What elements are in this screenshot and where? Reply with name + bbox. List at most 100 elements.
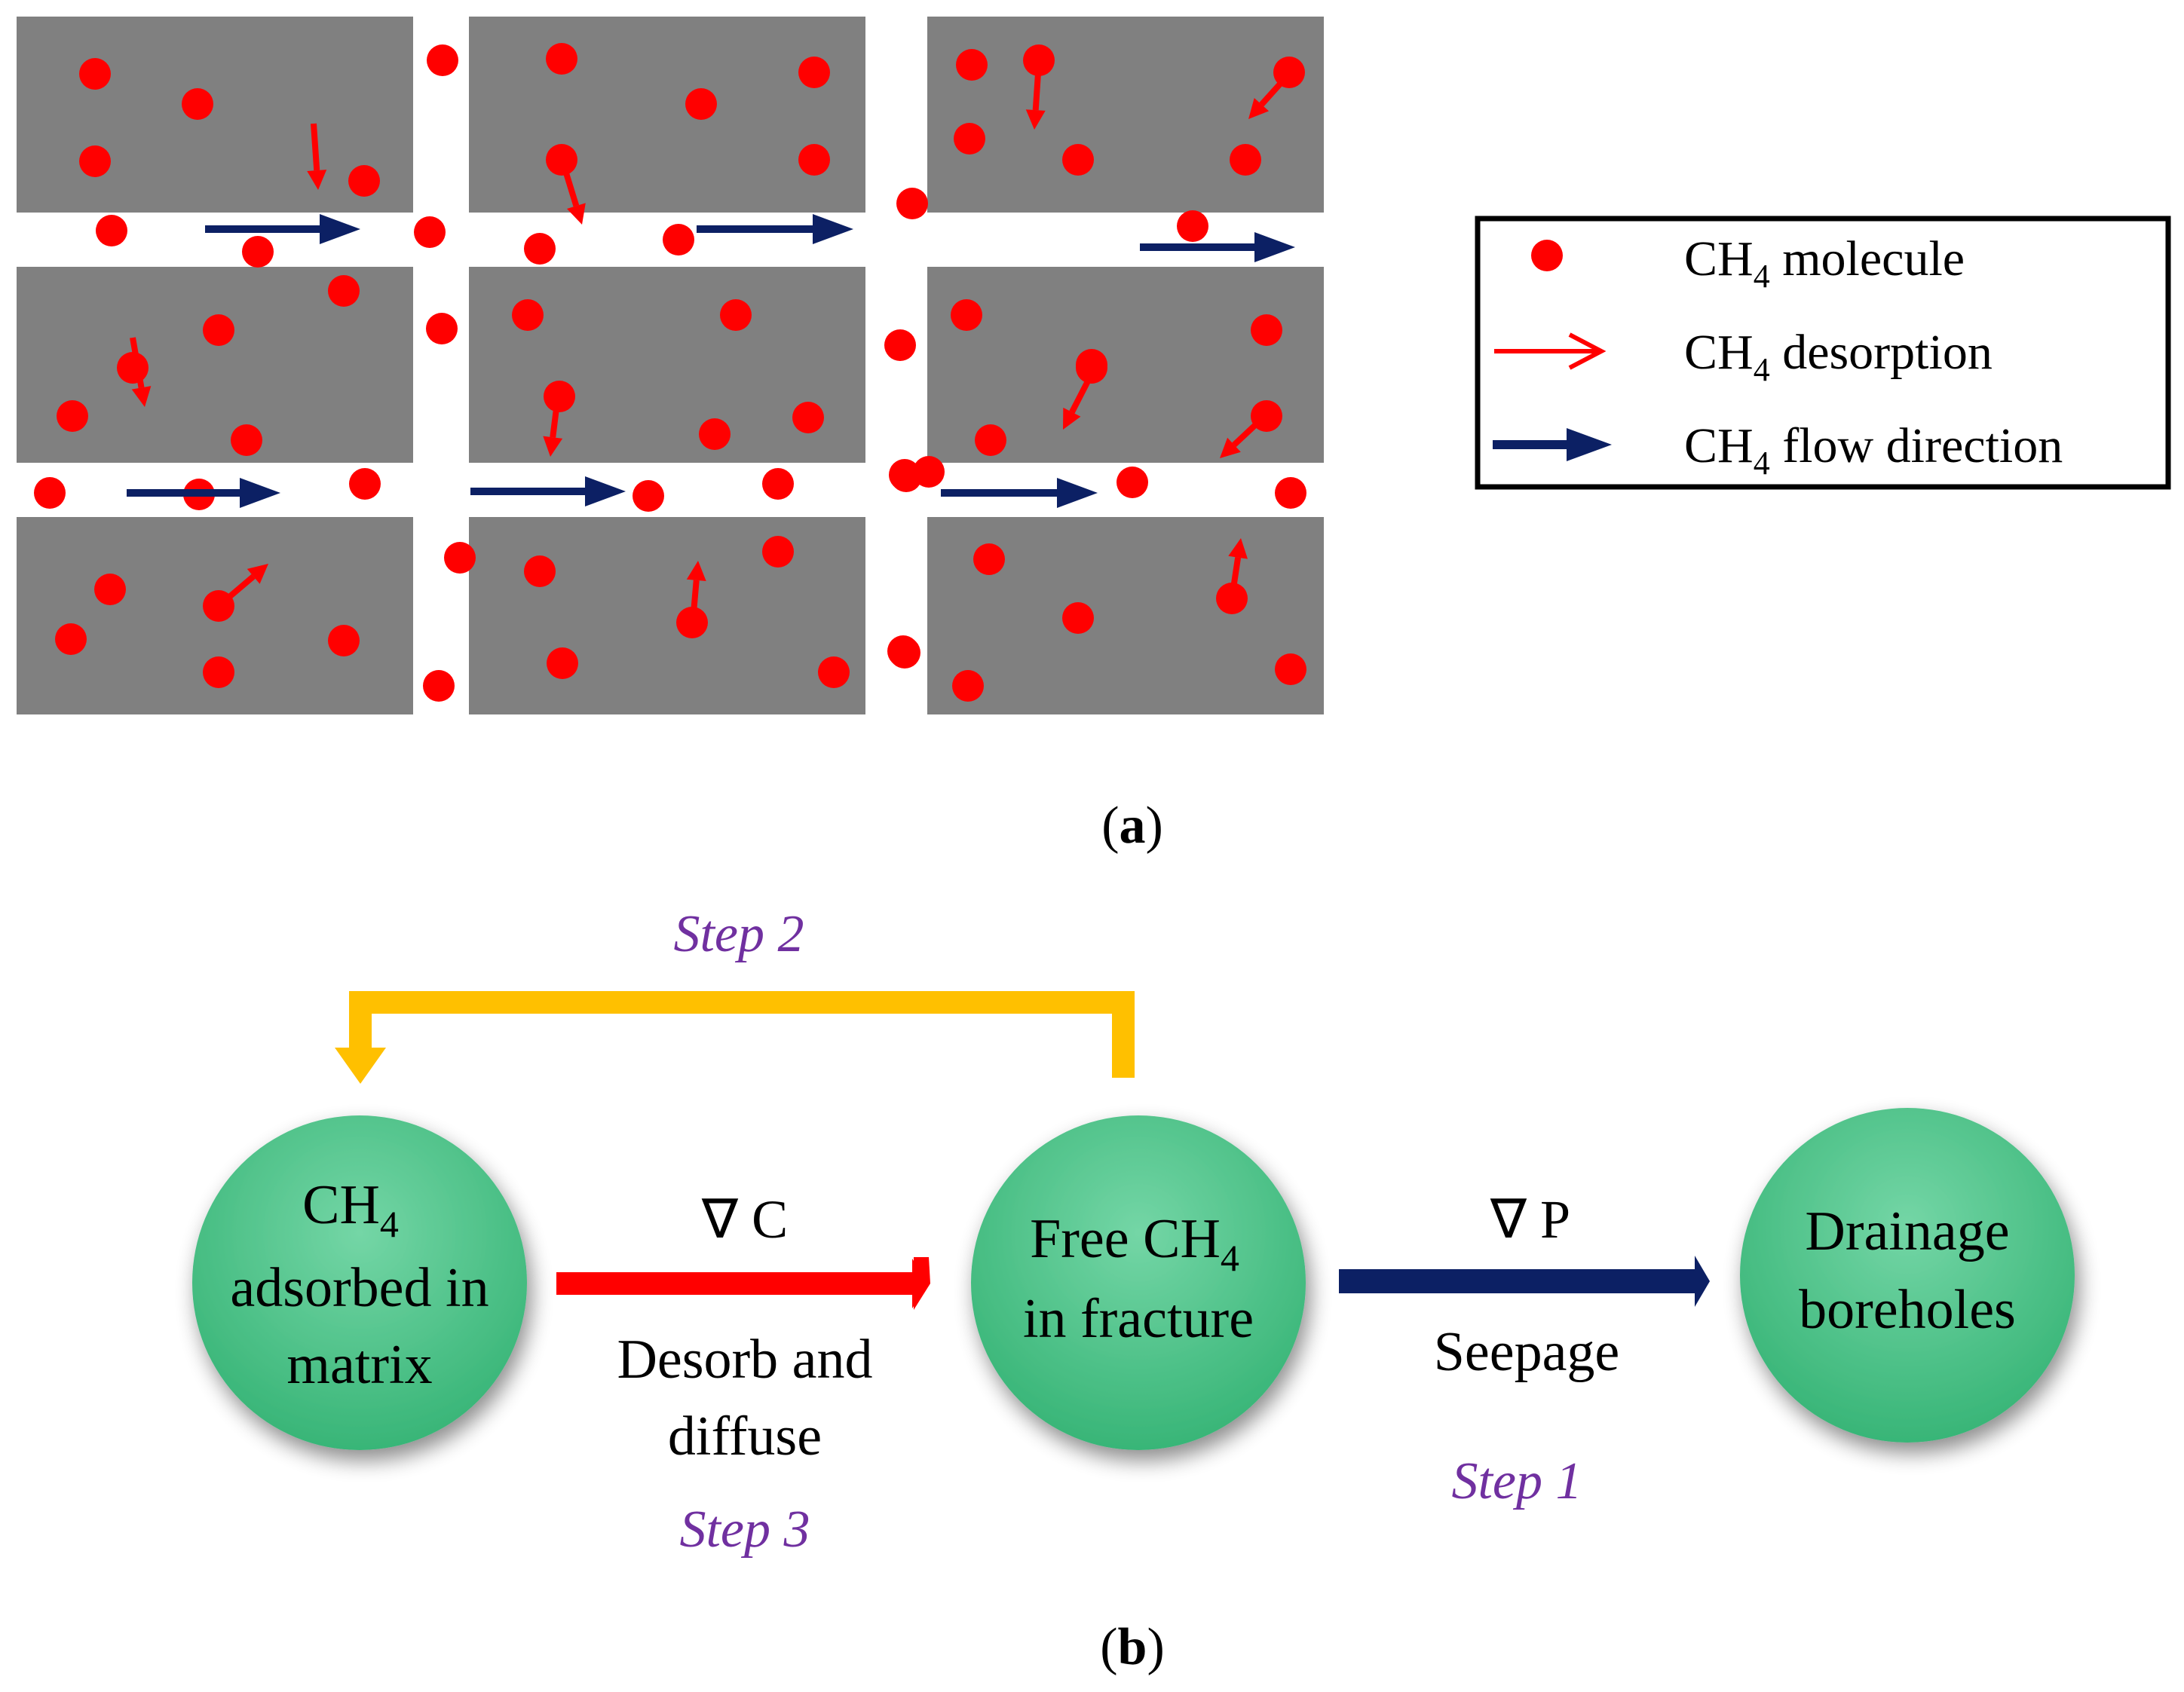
node-drainage-line2: boreholes bbox=[1799, 1279, 2016, 1341]
ch4-molecule-dot bbox=[792, 402, 824, 433]
node-fracture-line2: in fracture bbox=[1023, 1288, 1254, 1350]
node-matrix-line2: adsorbed in bbox=[230, 1257, 489, 1319]
ch4-molecules bbox=[34, 43, 1306, 702]
flow-arrow-head bbox=[320, 214, 360, 244]
desorption-arrow-head bbox=[131, 386, 152, 407]
flow-arrow bbox=[205, 214, 360, 244]
legend-desorption-label: CH4 desorption bbox=[1684, 325, 1993, 388]
node-fracture bbox=[971, 1115, 1306, 1450]
matrix-block bbox=[469, 267, 865, 463]
ch4-molecule-dot bbox=[952, 670, 984, 702]
ch4-molecule-dot bbox=[762, 468, 794, 500]
ch4-molecule-dot bbox=[1062, 144, 1094, 176]
node-matrix bbox=[192, 1115, 527, 1450]
step1-label: Step 1 bbox=[1451, 1452, 1582, 1510]
legend-flow-label: CH4 flow direction bbox=[1684, 418, 2063, 482]
desorption-arrow-shaft bbox=[1069, 372, 1095, 414]
ch4-molecule-dot bbox=[913, 456, 945, 488]
gradient-c-label: ∇ C bbox=[701, 1189, 788, 1250]
step2-label: Step 2 bbox=[673, 905, 804, 963]
desorption-arrow bbox=[543, 396, 563, 457]
matrix-block bbox=[927, 17, 1324, 213]
node-drainage-line1: Drainage bbox=[1805, 1201, 2009, 1262]
ch4-molecule-dot bbox=[427, 44, 458, 76]
red-dot-icon bbox=[1531, 240, 1563, 271]
desorption-arrow-head bbox=[543, 436, 563, 457]
desorption-arrow-shaft bbox=[689, 580, 700, 631]
node-matrix-line1: CH4 bbox=[302, 1174, 399, 1245]
ch4-molecule-dot bbox=[547, 647, 578, 679]
ch4-molecule-dot bbox=[798, 57, 830, 88]
desorption-arrow-head bbox=[686, 561, 706, 582]
ch4-molecule-dot bbox=[34, 477, 66, 509]
ch4-molecule-dot bbox=[546, 43, 577, 75]
desorption-arrow bbox=[130, 337, 152, 407]
desorption-arrow-head bbox=[1248, 97, 1270, 119]
node-matrix-line3: matrix bbox=[286, 1334, 432, 1396]
flow-arrow bbox=[1140, 232, 1295, 262]
ch4-molecule-dot bbox=[896, 188, 928, 219]
ch4-molecule-dot bbox=[444, 542, 476, 574]
desorption-arrow-head bbox=[1025, 109, 1046, 130]
ch4-molecule-dot bbox=[1177, 210, 1208, 242]
desorption-arrow-shaft bbox=[1232, 412, 1269, 448]
ch4-molecule-dot bbox=[328, 275, 360, 307]
ch4-molecule-dot bbox=[818, 656, 850, 688]
ch4-molecule-dot bbox=[973, 543, 1005, 575]
ch4-molecule-dot bbox=[94, 574, 126, 605]
ch4-molecule-dot bbox=[1023, 44, 1055, 76]
desorption-arrow-head bbox=[1063, 407, 1081, 430]
ch4-molecule-dot bbox=[1117, 467, 1148, 498]
ch4-molecule-dot bbox=[951, 299, 982, 331]
navy-arrow-icon bbox=[1493, 428, 1612, 461]
ch4-molecule-dot bbox=[889, 459, 920, 491]
ch4-molecule-dot bbox=[798, 144, 830, 176]
desorption-arrow-shaft bbox=[1229, 557, 1242, 599]
flow-arrow-head bbox=[1254, 232, 1295, 262]
node-fracture-line1: Free CH4 bbox=[1030, 1208, 1239, 1279]
desorption-arrow-head bbox=[566, 203, 586, 225]
diffusion-arrow bbox=[556, 1257, 930, 1310]
ch4-molecule-dot bbox=[685, 88, 717, 120]
flow-arrow bbox=[470, 476, 626, 506]
flow-arrow bbox=[127, 478, 280, 508]
ch4-molecule-dot bbox=[1275, 653, 1306, 685]
ch4-molecule-dot bbox=[79, 145, 111, 177]
desorption-arrow bbox=[1228, 538, 1248, 599]
desorption-arrows bbox=[130, 61, 1291, 631]
ch4-molecule-dot bbox=[1230, 144, 1261, 176]
desorption-arrow bbox=[1220, 412, 1269, 458]
flow-arrow-head bbox=[585, 476, 626, 506]
ch4-molecule-dot bbox=[414, 216, 446, 248]
desorption-arrow bbox=[559, 157, 586, 225]
panel-b-label: (b) bbox=[1100, 1618, 1165, 1676]
desorb-label-line1: Desorb and bbox=[617, 1329, 872, 1391]
ch4-molecule-dot bbox=[884, 329, 916, 361]
desorption-arrow-shaft bbox=[1032, 61, 1042, 111]
legend-molecule-label: CH4 molecule bbox=[1684, 231, 1965, 295]
ch4-molecule-dot bbox=[762, 536, 794, 568]
matrix-block bbox=[17, 17, 413, 213]
desorption-arrow-shaft bbox=[550, 396, 561, 438]
legend: CH4 molecule CH4 desorption CH4 flow dir… bbox=[1475, 216, 2171, 490]
desorption-arrow bbox=[216, 564, 268, 609]
seepage-label: Seepage bbox=[1434, 1321, 1620, 1383]
ch4-molecule-dot bbox=[956, 49, 988, 81]
gradient-p-label: ∇ P bbox=[1490, 1189, 1570, 1250]
ch4-molecule-dot bbox=[524, 233, 556, 265]
desorption-arrow-head bbox=[1220, 437, 1241, 458]
panel-a-label: (a) bbox=[1101, 797, 1163, 855]
flow-arrow-head bbox=[1057, 478, 1098, 508]
flow-arrow bbox=[697, 214, 853, 244]
ch4-molecule-dot bbox=[633, 480, 664, 512]
matrix-block bbox=[469, 17, 865, 213]
desorption-arrow-head bbox=[247, 564, 268, 584]
ch4-molecule-dot bbox=[954, 123, 985, 155]
ch4-molecule-dot bbox=[203, 656, 234, 688]
panel-b: Step 2 CH4 adsorbed in matrix Free CH4 i… bbox=[192, 905, 2075, 1676]
step3-label: Step 3 bbox=[679, 1501, 810, 1559]
flow-arrow-head bbox=[813, 214, 853, 244]
desorption-arrow-shaft bbox=[216, 574, 256, 609]
step2-arrow bbox=[335, 991, 1135, 1084]
desorption-arrow-shaft bbox=[1259, 72, 1291, 107]
